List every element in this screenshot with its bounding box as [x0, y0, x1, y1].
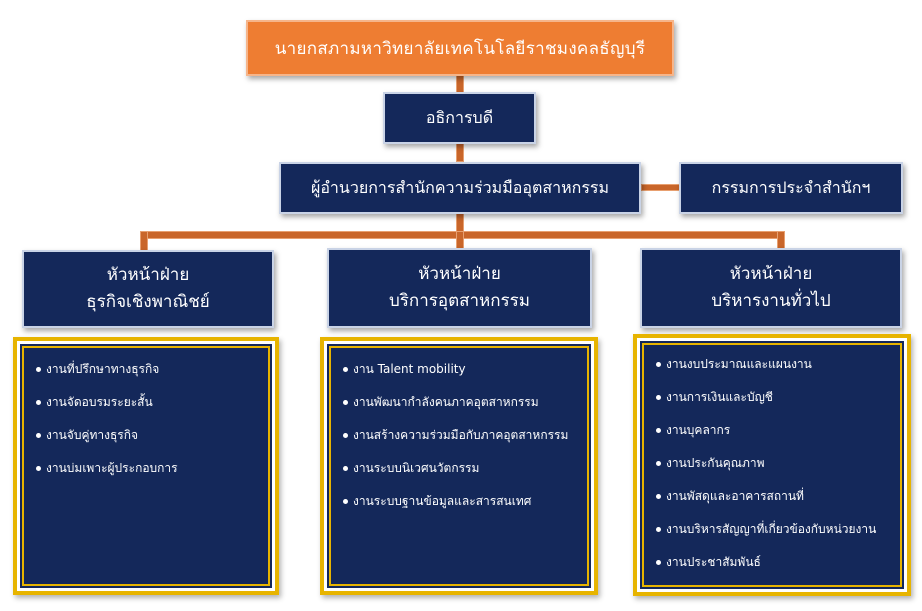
task-label: งานจัดอบรมระยะสั้น [46, 395, 153, 409]
task-label: งานบุคลากร [666, 423, 731, 437]
list-item: งานจับคู่ทางธุรกิจ [36, 428, 262, 442]
bullet-icon [656, 427, 661, 433]
task-label: งานสร้างความร่วมมือกับภาคอุตสาหกรรม [353, 428, 569, 442]
department-head-industrial: หัวหน้าฝ่าย บริการอุตสาหกรรม [327, 248, 592, 328]
bullet-icon [343, 399, 348, 405]
list-item: งานบุคลากร [656, 423, 894, 437]
task-list: งานงบประมาณและแผนงาน งานการเงินและบัญชี … [656, 357, 894, 569]
bullet-icon [36, 465, 41, 471]
task-label: งานบริหารสัญญาที่เกี่ยวข้องกับหน่วยงาน [666, 522, 877, 536]
connector-president-director [456, 142, 464, 162]
list-item: งานประกันคุณภาพ [656, 456, 894, 470]
bullet-icon [36, 366, 41, 372]
bullet-icon [343, 465, 348, 471]
director-label: ผู้อำนวยการสำนักความร่วมมืออุตสาหกรรม [310, 177, 610, 197]
bullet-icon [656, 460, 661, 466]
list-item: งานงบประมาณและแผนงาน [656, 357, 894, 371]
task-list: งานที่ปรึกษาทางธุรกิจ งานจัดอบรมระยะสั้น… [36, 362, 262, 475]
task-label: งานงบประมาณและแผนงาน [666, 357, 812, 371]
bullet-icon [343, 366, 348, 372]
committee-label: กรรมการประจำสำนักฯ [711, 177, 871, 197]
list-item: งานที่ปรึกษาทางธุรกิจ [36, 362, 262, 376]
department-head-title: หัวหน้าฝ่าย [106, 265, 190, 285]
bullet-icon [656, 394, 661, 400]
list-item: งานประชาสัมพันธ์ [656, 555, 894, 569]
list-item: งานพัสดุและอาคารสถานที่ [656, 489, 894, 503]
connector-director-committee [641, 184, 680, 191]
task-label: งานระบบฐานข้อมูลและสารสนเทศ [353, 494, 532, 508]
president-box: อธิการบดี [383, 92, 536, 144]
chairman-box: นายกสภามหาวิทยาลัยเทคโนโลยีราชมงคลธัญบุร… [246, 20, 674, 76]
task-panel-body: งานงบประมาณและแผนงาน งานการเงินและบัญชี … [637, 338, 907, 592]
department-head-title: หัวหน้าฝ่าย [729, 264, 813, 284]
director-box: ผู้อำนวยการสำนักความร่วมมืออุตสาหกรรม [279, 162, 641, 214]
task-label: งานประกันคุณภาพ [666, 456, 765, 470]
task-panel-body: งานที่ปรึกษาทางธุรกิจ งานจัดอบรมระยะสั้น… [17, 341, 275, 591]
task-panel-body: งาน Talent mobility งานพัฒนากำลังคนภาคอุ… [324, 341, 594, 591]
department-head-commercial: หัวหน้าฝ่าย ธุรกิจเชิงพาณิชย์ [22, 250, 274, 328]
task-panel-general: งานงบประมาณและแผนงาน งานการเงินและบัญชี … [633, 334, 911, 596]
task-panel-industrial: งาน Talent mobility งานพัฒนากำลังคนภาคอุ… [320, 337, 598, 595]
task-label: งานจับคู่ทางธุรกิจ [46, 428, 139, 442]
connector-director-bus [456, 213, 464, 233]
chairman-label: นายกสภามหาวิทยาลัยเทคโนโลยีราชมงคลธัญบุร… [274, 38, 646, 59]
task-label: งานประชาสัมพันธ์ [666, 555, 761, 569]
list-item: งานการเงินและบัญชี [656, 390, 894, 404]
task-label: งานระบบนิเวศนวัตกรรม [353, 461, 480, 475]
list-item: งานบริหารสัญญาที่เกี่ยวข้องกับหน่วยงาน [656, 522, 894, 536]
task-label: งานการเงินและบัญชี [666, 390, 773, 404]
bullet-icon [343, 432, 348, 438]
task-label: งานพัฒนากำลังคนภาคอุตสาหกรรม [353, 395, 539, 409]
department-head-title: หัวหน้าฝ่าย [418, 264, 501, 284]
bullet-icon [656, 526, 661, 532]
task-list: งาน Talent mobility งานพัฒนากำลังคนภาคอุ… [343, 362, 581, 508]
department-head-general: หัวหน้าฝ่าย บริหารงานทั่วไป [640, 248, 902, 328]
bullet-icon [656, 361, 661, 367]
bullet-icon [656, 493, 661, 499]
list-item: งานจัดอบรมระยะสั้น [36, 395, 262, 409]
list-item: งานสร้างความร่วมมือกับภาคอุตสาหกรรม [343, 428, 581, 442]
connector-top-president [456, 74, 464, 94]
connector-drop-right [777, 231, 785, 249]
task-label: งาน Talent mobility [353, 362, 466, 376]
list-item: งานบ่มเพาะผู้ประกอบการ [36, 461, 262, 475]
task-label: งานพัสดุและอาคารสถานที่ [666, 489, 804, 503]
bullet-icon [656, 559, 661, 565]
list-item: งาน Talent mobility [343, 362, 581, 376]
list-item: งานพัฒนากำลังคนภาคอุตสาหกรรม [343, 395, 581, 409]
bullet-icon [343, 498, 348, 504]
list-item: งานระบบนิเวศนวัตกรรม [343, 461, 581, 475]
department-head-name: บริการอุตสาหกรรม [388, 291, 531, 311]
department-head-name: ธุรกิจเชิงพาณิชย์ [86, 292, 210, 312]
committee-box: กรรมการประจำสำนักฯ [679, 162, 903, 214]
task-label: งานที่ปรึกษาทางธุรกิจ [46, 362, 160, 376]
department-head-name: บริหารงานทั่วไป [711, 291, 831, 311]
president-label: อธิการบดี [425, 107, 494, 127]
bullet-icon [36, 432, 41, 438]
connector-drop-left [140, 231, 148, 251]
task-label: งานบ่มเพาะผู้ประกอบการ [46, 461, 178, 475]
list-item: งานระบบฐานข้อมูลและสารสนเทศ [343, 494, 581, 508]
task-panel-commercial: งานที่ปรึกษาทางธุรกิจ งานจัดอบรมระยะสั้น… [13, 337, 279, 595]
bullet-icon [36, 399, 41, 405]
